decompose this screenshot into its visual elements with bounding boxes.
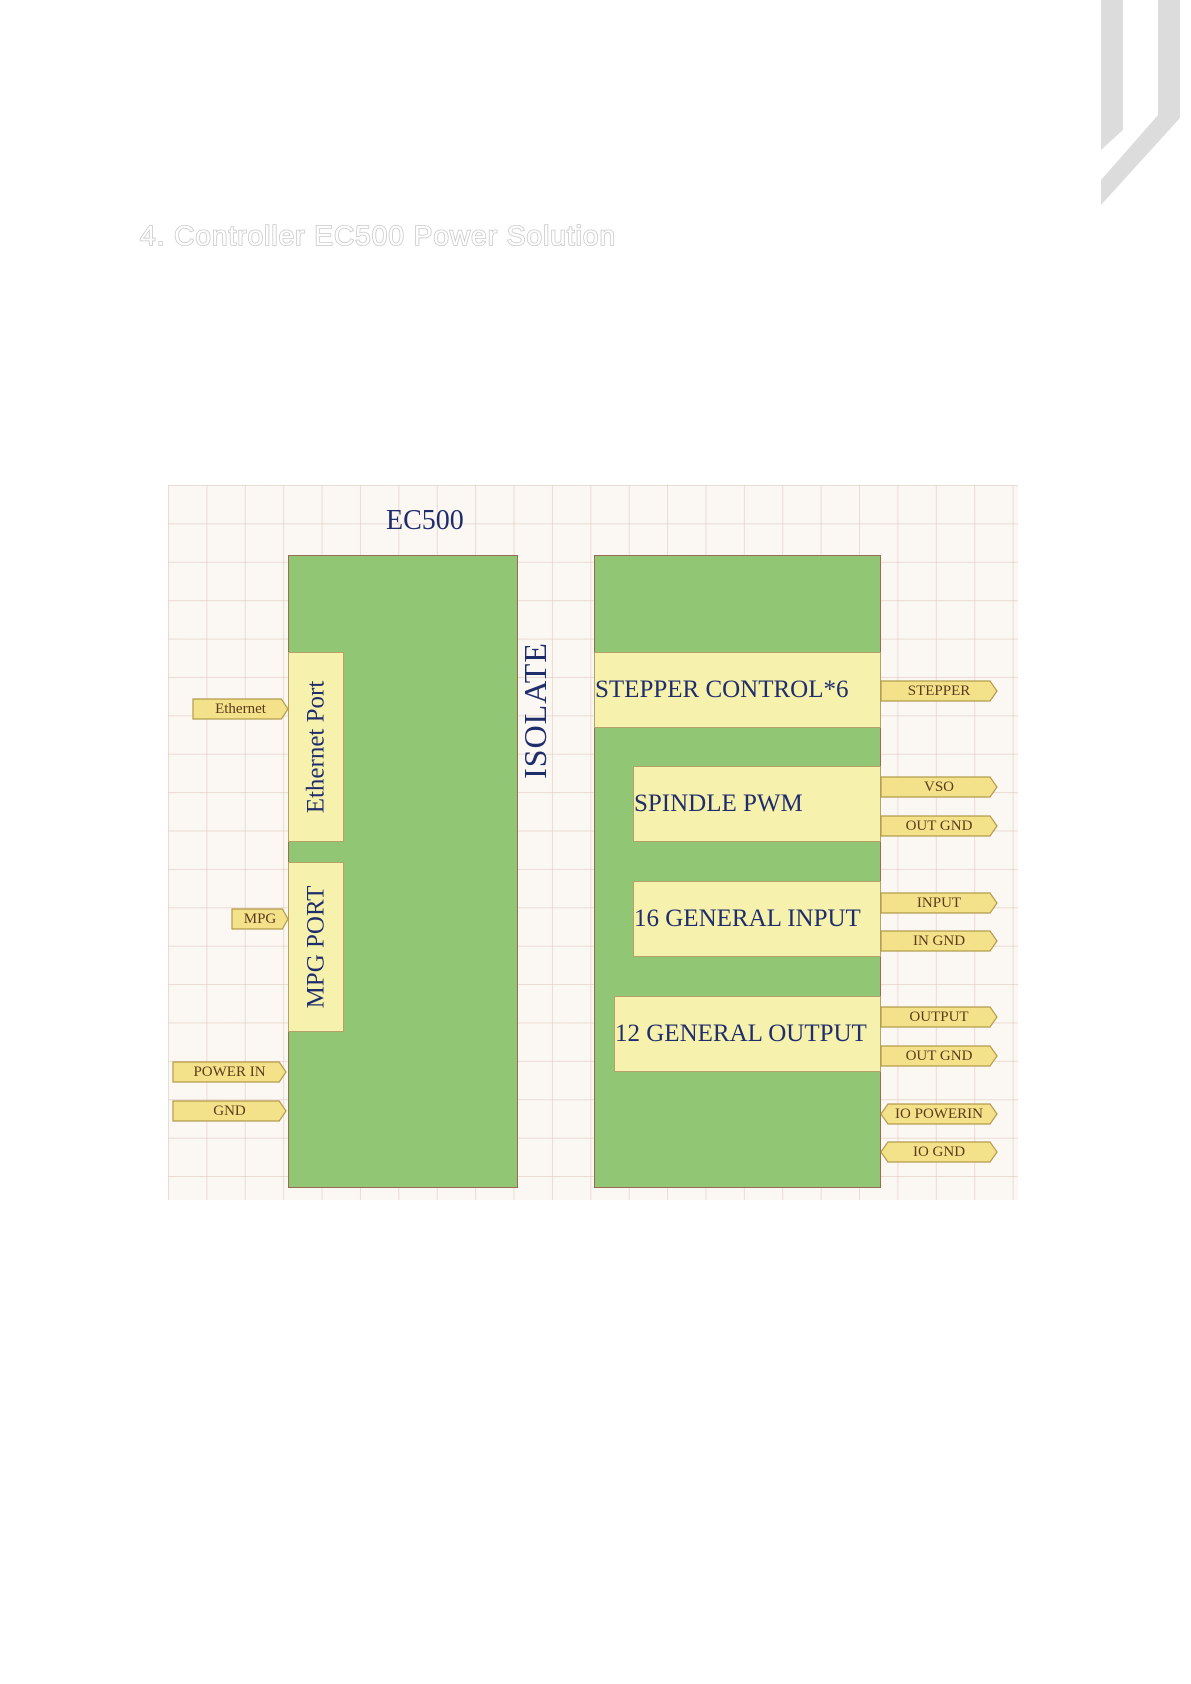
general-output-module: 12 GENERAL OUTPUT [614, 996, 881, 1072]
port-input: INPUT [881, 893, 997, 913]
port-io-powerin: IO POWERIN [881, 1104, 997, 1124]
general-input-module: 16 GENERAL INPUT [633, 881, 881, 957]
port-power-in: POWER IN [173, 1062, 286, 1082]
spindle-pwm-module: SPINDLE PWM [633, 766, 881, 842]
port-out-gnd-output: OUT GND [881, 1046, 997, 1066]
port-stepper: STEPPER [881, 681, 997, 701]
mpg-port-module: MPG PORT [288, 862, 344, 1032]
port-ethernet: Ethernet [193, 699, 288, 719]
stepper-control-label: STEPPER CONTROL*6 [595, 676, 849, 704]
section-heading: 4. Controller EC500 Power Solution [140, 220, 616, 252]
port-mpg: MPG [232, 909, 288, 929]
ethernet-port-module: Ethernet Port [288, 652, 344, 842]
general-input-label: 16 GENERAL INPUT [634, 905, 861, 933]
ethernet-port-label: Ethernet Port [302, 681, 330, 814]
port-in-gnd: IN GND [881, 931, 997, 951]
port-vso: VSO [881, 777, 997, 797]
isolated-io-block [594, 555, 881, 1188]
mpg-port-label: MPG PORT [302, 886, 330, 1009]
block-diagram: EC500 Ethernet Port MPG PORT ISOLATE STE… [168, 485, 1018, 1200]
general-output-label: 12 GENERAL OUTPUT [615, 1020, 867, 1048]
port-gnd: GND [173, 1101, 286, 1121]
isolate-label-wrap: ISOLATE [510, 630, 560, 790]
corner-chevron-logo [1098, 0, 1191, 210]
port-io-gnd: IO GND [881, 1142, 997, 1162]
port-output: OUTPUT [881, 1007, 997, 1027]
port-out-gnd-spindle: OUT GND [881, 816, 997, 836]
diagram-title: EC500 [386, 505, 464, 537]
spindle-pwm-label: SPINDLE PWM [634, 790, 803, 818]
stepper-control-module: STEPPER CONTROL*6 [594, 652, 881, 728]
isolate-label: ISOLATE [517, 642, 554, 779]
